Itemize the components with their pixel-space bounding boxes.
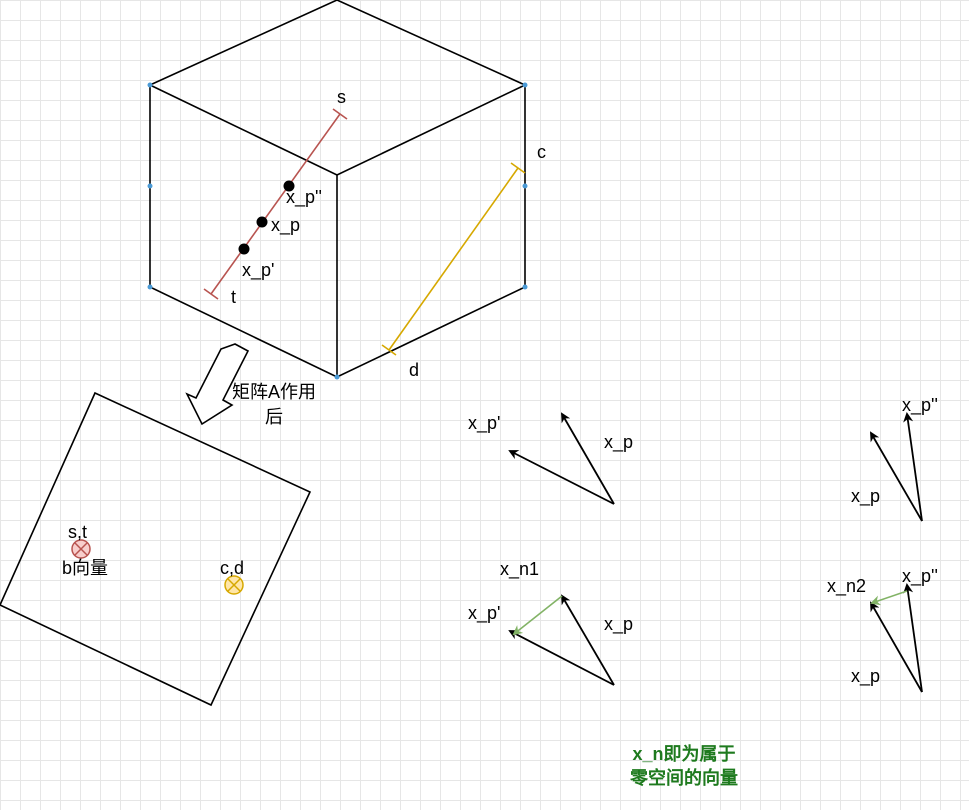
cube-vertex-markers xyxy=(147,82,528,380)
vector-xp1 xyxy=(508,450,615,505)
label-d: d xyxy=(409,360,420,380)
cd-point-icon xyxy=(224,575,244,595)
point-xp2 xyxy=(283,180,295,192)
label-s: s xyxy=(337,87,346,107)
vector-xp xyxy=(869,431,923,522)
vector-xn2 xyxy=(870,590,908,606)
label-st: s,t xyxy=(68,522,88,542)
label-t: t xyxy=(231,287,237,307)
point-xp xyxy=(256,216,268,228)
label-point-xp2: x_p'' xyxy=(286,187,322,207)
transform-arrow xyxy=(185,343,250,426)
note-line2: 零空间的向量 xyxy=(630,768,738,788)
vg1-label-xp: x_p xyxy=(604,432,634,452)
vector-xn1 xyxy=(512,595,563,636)
st-segment xyxy=(203,108,348,300)
vg4-label-xp2: x_p'' xyxy=(902,566,938,586)
vector-xp xyxy=(560,594,615,686)
vg4-label-xp: x_p xyxy=(851,666,881,686)
label-c: c xyxy=(537,142,546,162)
result-square[interactable] xyxy=(0,391,312,707)
vg3-label-xp1: x_p' xyxy=(468,603,501,623)
vg1-label-xp1: x_p' xyxy=(468,413,501,433)
vector-xp1 xyxy=(508,630,615,686)
vector-group-4[interactable] xyxy=(870,583,923,693)
vector-group-3[interactable] xyxy=(508,594,615,686)
label-b-vector: b向量 xyxy=(62,558,109,578)
transform-label-line1: 矩阵A作用 xyxy=(231,382,316,402)
vg4-label-xn2: x_n2 xyxy=(827,576,867,596)
cube[interactable] xyxy=(149,0,526,378)
vector-xp xyxy=(870,601,923,693)
vector-xp2 xyxy=(903,583,923,693)
label-point-xp: x_p xyxy=(271,215,301,235)
x-points xyxy=(238,180,295,255)
st-point-icon xyxy=(71,539,91,559)
label-cd: c,d xyxy=(220,558,245,578)
cd-segment xyxy=(381,162,526,356)
vg3-label-xp: x_p xyxy=(604,614,634,634)
vector-group-1[interactable] xyxy=(508,412,615,505)
vg3-label-xn1: x_n1 xyxy=(500,559,540,579)
vector-group-2[interactable] xyxy=(869,412,923,522)
label-point-xp1: x_p' xyxy=(242,260,275,280)
transform-label-line2: 后 xyxy=(265,407,283,427)
vg2-label-xp2: x_p'' xyxy=(902,395,938,415)
vg2-label-xp: x_p xyxy=(851,486,881,506)
point-xp1 xyxy=(238,243,250,255)
vector-xp xyxy=(560,412,615,505)
note-line1: x_n即为属于 xyxy=(632,744,736,764)
vector-xp2 xyxy=(903,412,923,522)
